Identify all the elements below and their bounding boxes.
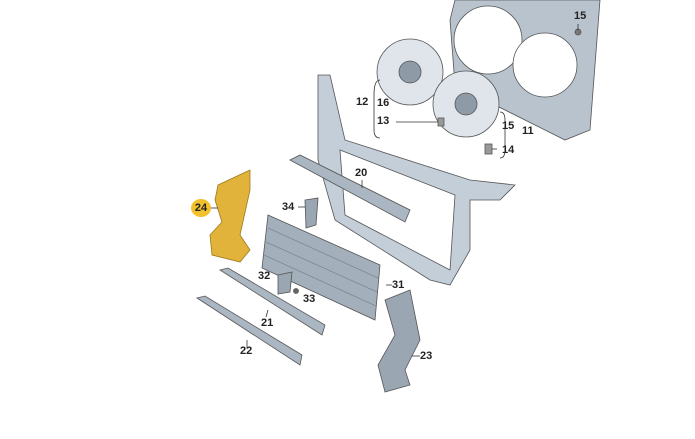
callout-15-screw: 15 bbox=[574, 10, 587, 22]
callout-31: 31 bbox=[392, 279, 405, 291]
callout-13: 13 bbox=[377, 115, 390, 127]
callout-11: 11 bbox=[522, 125, 534, 137]
bracket-32 bbox=[277, 271, 293, 295]
cross-member bbox=[289, 154, 411, 223]
callout-22: 22 bbox=[240, 345, 253, 357]
callout-16: 16 bbox=[377, 97, 390, 109]
air-shutter bbox=[261, 214, 381, 321]
air-duct-highlighted bbox=[209, 169, 251, 263]
callout-20: 20 bbox=[355, 167, 368, 179]
callout-23: 23 bbox=[420, 350, 433, 362]
callout-33: 33 bbox=[303, 293, 316, 305]
fan-left bbox=[376, 38, 444, 106]
callout-15-fan: 15 bbox=[502, 120, 515, 132]
callout-21: 21 bbox=[261, 317, 274, 329]
trim-strip-21 bbox=[219, 267, 326, 336]
callout-34: 34 bbox=[282, 201, 295, 213]
callout-32: 32 bbox=[258, 270, 271, 282]
callout-14: 14 bbox=[502, 144, 515, 156]
fan-right bbox=[432, 70, 500, 138]
air-duct-23 bbox=[377, 289, 421, 393]
bracket-34 bbox=[304, 197, 319, 229]
callout-24-highlighted: 24 bbox=[191, 199, 211, 217]
callout-12: 12 bbox=[356, 96, 369, 108]
trim-strip-22 bbox=[196, 295, 303, 366]
